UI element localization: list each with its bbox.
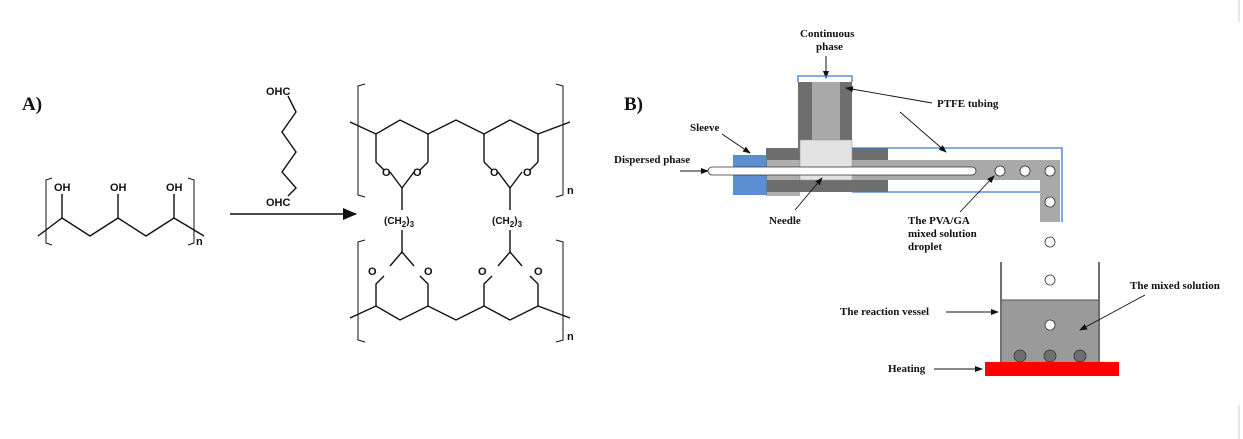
repeat-n: n xyxy=(567,331,574,343)
linker-label: (CH2)3 xyxy=(492,216,523,229)
bracket-left xyxy=(357,83,366,198)
glutaraldehyde: OHC OHC xyxy=(266,86,297,209)
mixed-solution-arrow xyxy=(1079,294,1146,331)
droplet xyxy=(1019,165,1031,177)
needle-arrow xyxy=(794,177,823,211)
reaction-vessel-label: The reaction vessel xyxy=(840,306,929,318)
vertical-outlet-channel xyxy=(1040,160,1060,222)
sleeve-label: Sleeve xyxy=(690,122,719,134)
acetal-ring xyxy=(483,134,539,189)
oh-label: OH xyxy=(110,182,127,194)
repeat-n: n xyxy=(196,236,203,248)
droplet xyxy=(1044,165,1056,177)
oh-label: OH xyxy=(166,182,183,194)
aldehyde-top: OHC xyxy=(266,86,291,98)
upper-backbone xyxy=(349,119,571,135)
needle-label: Needle xyxy=(769,215,801,227)
panel-a-label: A) xyxy=(22,94,42,115)
sleeve-arrow xyxy=(721,133,751,154)
acetal-ring xyxy=(375,134,429,189)
mixed-solution-label: The mixed solution xyxy=(1130,280,1220,292)
glutaraldehyde-chain xyxy=(281,95,297,197)
ptfe-tubing-label: PTFE tubing xyxy=(937,98,999,110)
acetal-ring xyxy=(389,251,523,267)
bead xyxy=(1043,349,1057,363)
repeat-n: n xyxy=(567,185,574,197)
heating-label: Heating xyxy=(888,363,926,375)
acetal-ring xyxy=(375,275,539,306)
bead xyxy=(1013,349,1027,363)
panel-b-label: B) xyxy=(624,94,643,115)
ptfe-arrow xyxy=(845,86,933,104)
bracket-right xyxy=(187,177,195,246)
pva-structure: OH OH OH n xyxy=(37,177,205,248)
lower-backbone xyxy=(349,305,571,321)
ptfe-top-cap xyxy=(797,75,853,82)
bracket-left xyxy=(45,177,53,246)
bead xyxy=(1073,349,1087,363)
droplet xyxy=(994,165,1006,177)
linker-label: (CH2)3 xyxy=(384,216,415,229)
droplet xyxy=(1044,196,1056,208)
ring-oxygen: O xyxy=(478,266,487,278)
oh-label: OH xyxy=(54,182,71,194)
ring-oxygen: O xyxy=(424,266,433,278)
ring-oxygen: O xyxy=(523,167,532,179)
ptfe-arrow xyxy=(899,111,947,153)
ptfe-tubing-outer xyxy=(852,147,1063,222)
product-structure: O O O O n (CH2)3 (CH2)3 O O O O n xyxy=(349,83,574,343)
ring-oxygen: O xyxy=(382,167,391,179)
droplet xyxy=(1044,236,1056,248)
bracket-left xyxy=(357,239,366,343)
aldehyde-bottom: OHC xyxy=(266,197,291,209)
droplet xyxy=(1044,274,1056,286)
bracket-right xyxy=(555,239,564,343)
needle xyxy=(707,166,977,176)
pva-backbone xyxy=(37,217,205,237)
dispersed-phase-label: Dispersed phase xyxy=(614,154,690,166)
heater xyxy=(985,362,1119,376)
droplet-arrow xyxy=(959,175,995,213)
droplet xyxy=(1044,319,1056,331)
panel-a: A) OH OH OH n OHC OHC xyxy=(22,83,574,343)
ring-oxygen: O xyxy=(413,167,422,179)
ring-oxygen: O xyxy=(534,266,543,278)
bracket-right xyxy=(555,83,564,198)
ring-oxygen: O xyxy=(490,167,499,179)
ring-oxygen: O xyxy=(368,266,377,278)
